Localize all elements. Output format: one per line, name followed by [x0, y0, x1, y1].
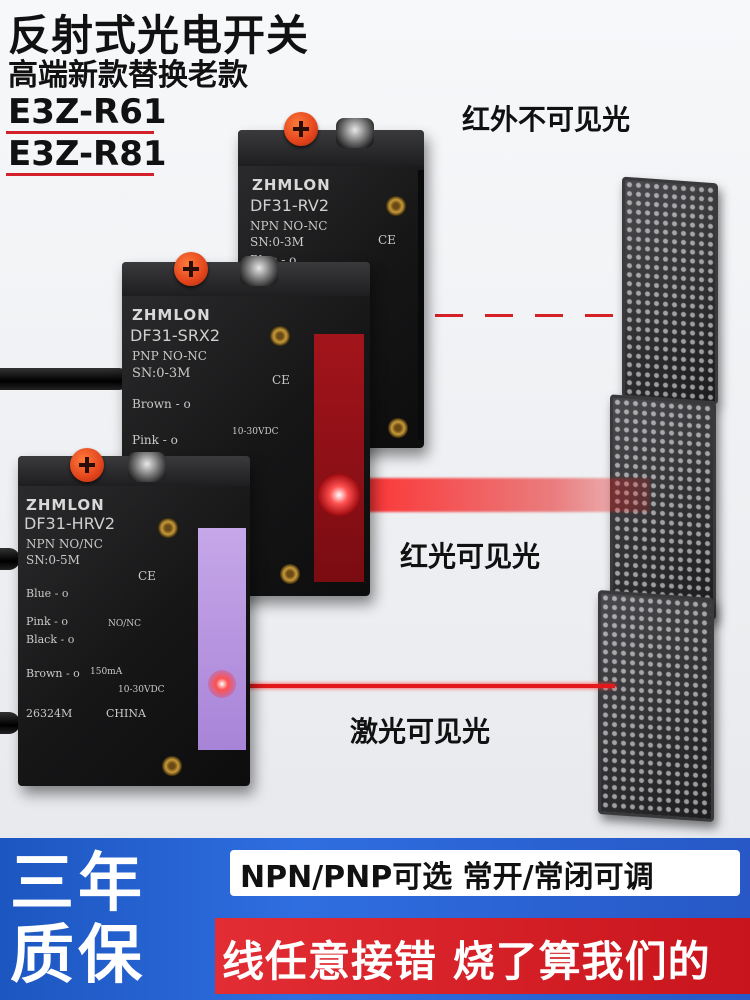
sensor-spec-range: SN:0-3M — [250, 235, 304, 249]
model-label-1: E3Z-R61 — [8, 92, 167, 132]
beam-dash — [435, 314, 463, 317]
cable-front-lower — [0, 712, 20, 734]
sensor-voltage: 10-30VDC — [232, 427, 279, 437]
sensor-spec-range: SN:0-5M — [26, 553, 80, 567]
sensor-serial: 26324M — [26, 707, 73, 720]
mount-hole-icon — [386, 196, 406, 216]
product-title: 反射式光电开关 — [8, 11, 310, 60]
options-pill — [230, 850, 740, 896]
model-label-2: E3Z-R81 — [8, 134, 167, 174]
mount-hole-icon — [388, 418, 408, 438]
mount-hole-icon — [162, 756, 182, 776]
adjust-screw-icon — [284, 112, 318, 146]
sensor-brand: ZHMLON — [26, 496, 105, 514]
red-emitter-dot — [318, 474, 360, 516]
caption-infrared: 红外不可见光 — [462, 103, 631, 136]
laser-emitter-dot — [208, 670, 236, 698]
cable-middle — [0, 368, 130, 390]
sensor-spec-output: NPN NO-NC — [250, 219, 328, 233]
sensor-top-face — [238, 130, 424, 166]
sensor-wire-label: Pink - o — [132, 433, 178, 447]
sensor-wire-label: Blue - o — [26, 587, 69, 600]
sensor-model: DF31-RV2 — [250, 196, 330, 215]
sensor-wire-label: Black - o — [26, 633, 75, 646]
ce-mark: CE — [138, 569, 156, 583]
adjust-screw-icon — [174, 252, 208, 286]
sensor-spec-range: SN:0-3M — [132, 366, 191, 381]
model-2-underline — [6, 173, 154, 176]
mount-hole-icon — [280, 564, 300, 584]
indicator-lens-icon — [240, 256, 278, 286]
sensor-spec-output: PNP NO-NC — [132, 349, 207, 363]
sensor-wire-label: Brown - o — [26, 667, 80, 680]
ce-mark: CE — [272, 373, 290, 387]
guarantee-text: 线任意接错 烧了算我们的 — [222, 937, 711, 986]
indicator-lens-icon — [336, 118, 374, 148]
product-subtitle: 高端新款替换老款 — [8, 58, 248, 93]
sensor-side-face — [418, 170, 424, 440]
sensor-brand: ZHMLON — [252, 176, 331, 194]
caption-laser: 激光可见光 — [350, 715, 491, 748]
sensor-brand: ZHMLON — [132, 306, 211, 324]
sensor-wire-label: Brown - o — [132, 397, 191, 411]
sensor-switch-mode: NO/NC — [108, 619, 142, 629]
red-emitter-window — [314, 334, 364, 582]
indicator-lens-icon — [128, 452, 166, 482]
sensor-model: DF31-HRV2 — [24, 514, 116, 533]
warranty-badge: 三年质保 — [10, 847, 146, 993]
sensor-spec-output: NPN NO/NC — [26, 537, 103, 551]
guarantee-bar — [215, 918, 750, 994]
sensor-front: ZHMLON DF31-HRV2 NPN NO/NC SN:0-5M CE Bl… — [18, 448, 250, 786]
sensor-voltage: 10-30VDC — [118, 685, 165, 695]
laser-beam — [230, 684, 615, 688]
reflector-top — [622, 176, 718, 405]
laser-emitter-window — [198, 528, 246, 750]
red-light-beam — [330, 478, 650, 512]
sensor-wire-label: Pink - o — [26, 615, 69, 628]
cable-front-upper — [0, 548, 20, 570]
adjust-screw-icon — [70, 448, 104, 482]
reflector-bottom — [598, 589, 714, 823]
beam-dash — [585, 314, 613, 317]
sensor-origin: CHINA — [106, 707, 146, 720]
mount-hole-icon — [270, 326, 290, 346]
caption-red-light: 红光可见光 — [400, 540, 541, 573]
beam-dash — [485, 314, 513, 317]
mount-hole-icon — [158, 518, 178, 538]
sensor-model: DF31-SRX2 — [130, 326, 221, 345]
sensor-current: 150mA — [90, 667, 123, 677]
beam-dash — [535, 314, 563, 317]
model-1-underline — [6, 131, 154, 134]
options-text: NPN/PNP可选 常开/常闭可调 — [240, 860, 654, 895]
ce-mark: CE — [378, 233, 396, 247]
